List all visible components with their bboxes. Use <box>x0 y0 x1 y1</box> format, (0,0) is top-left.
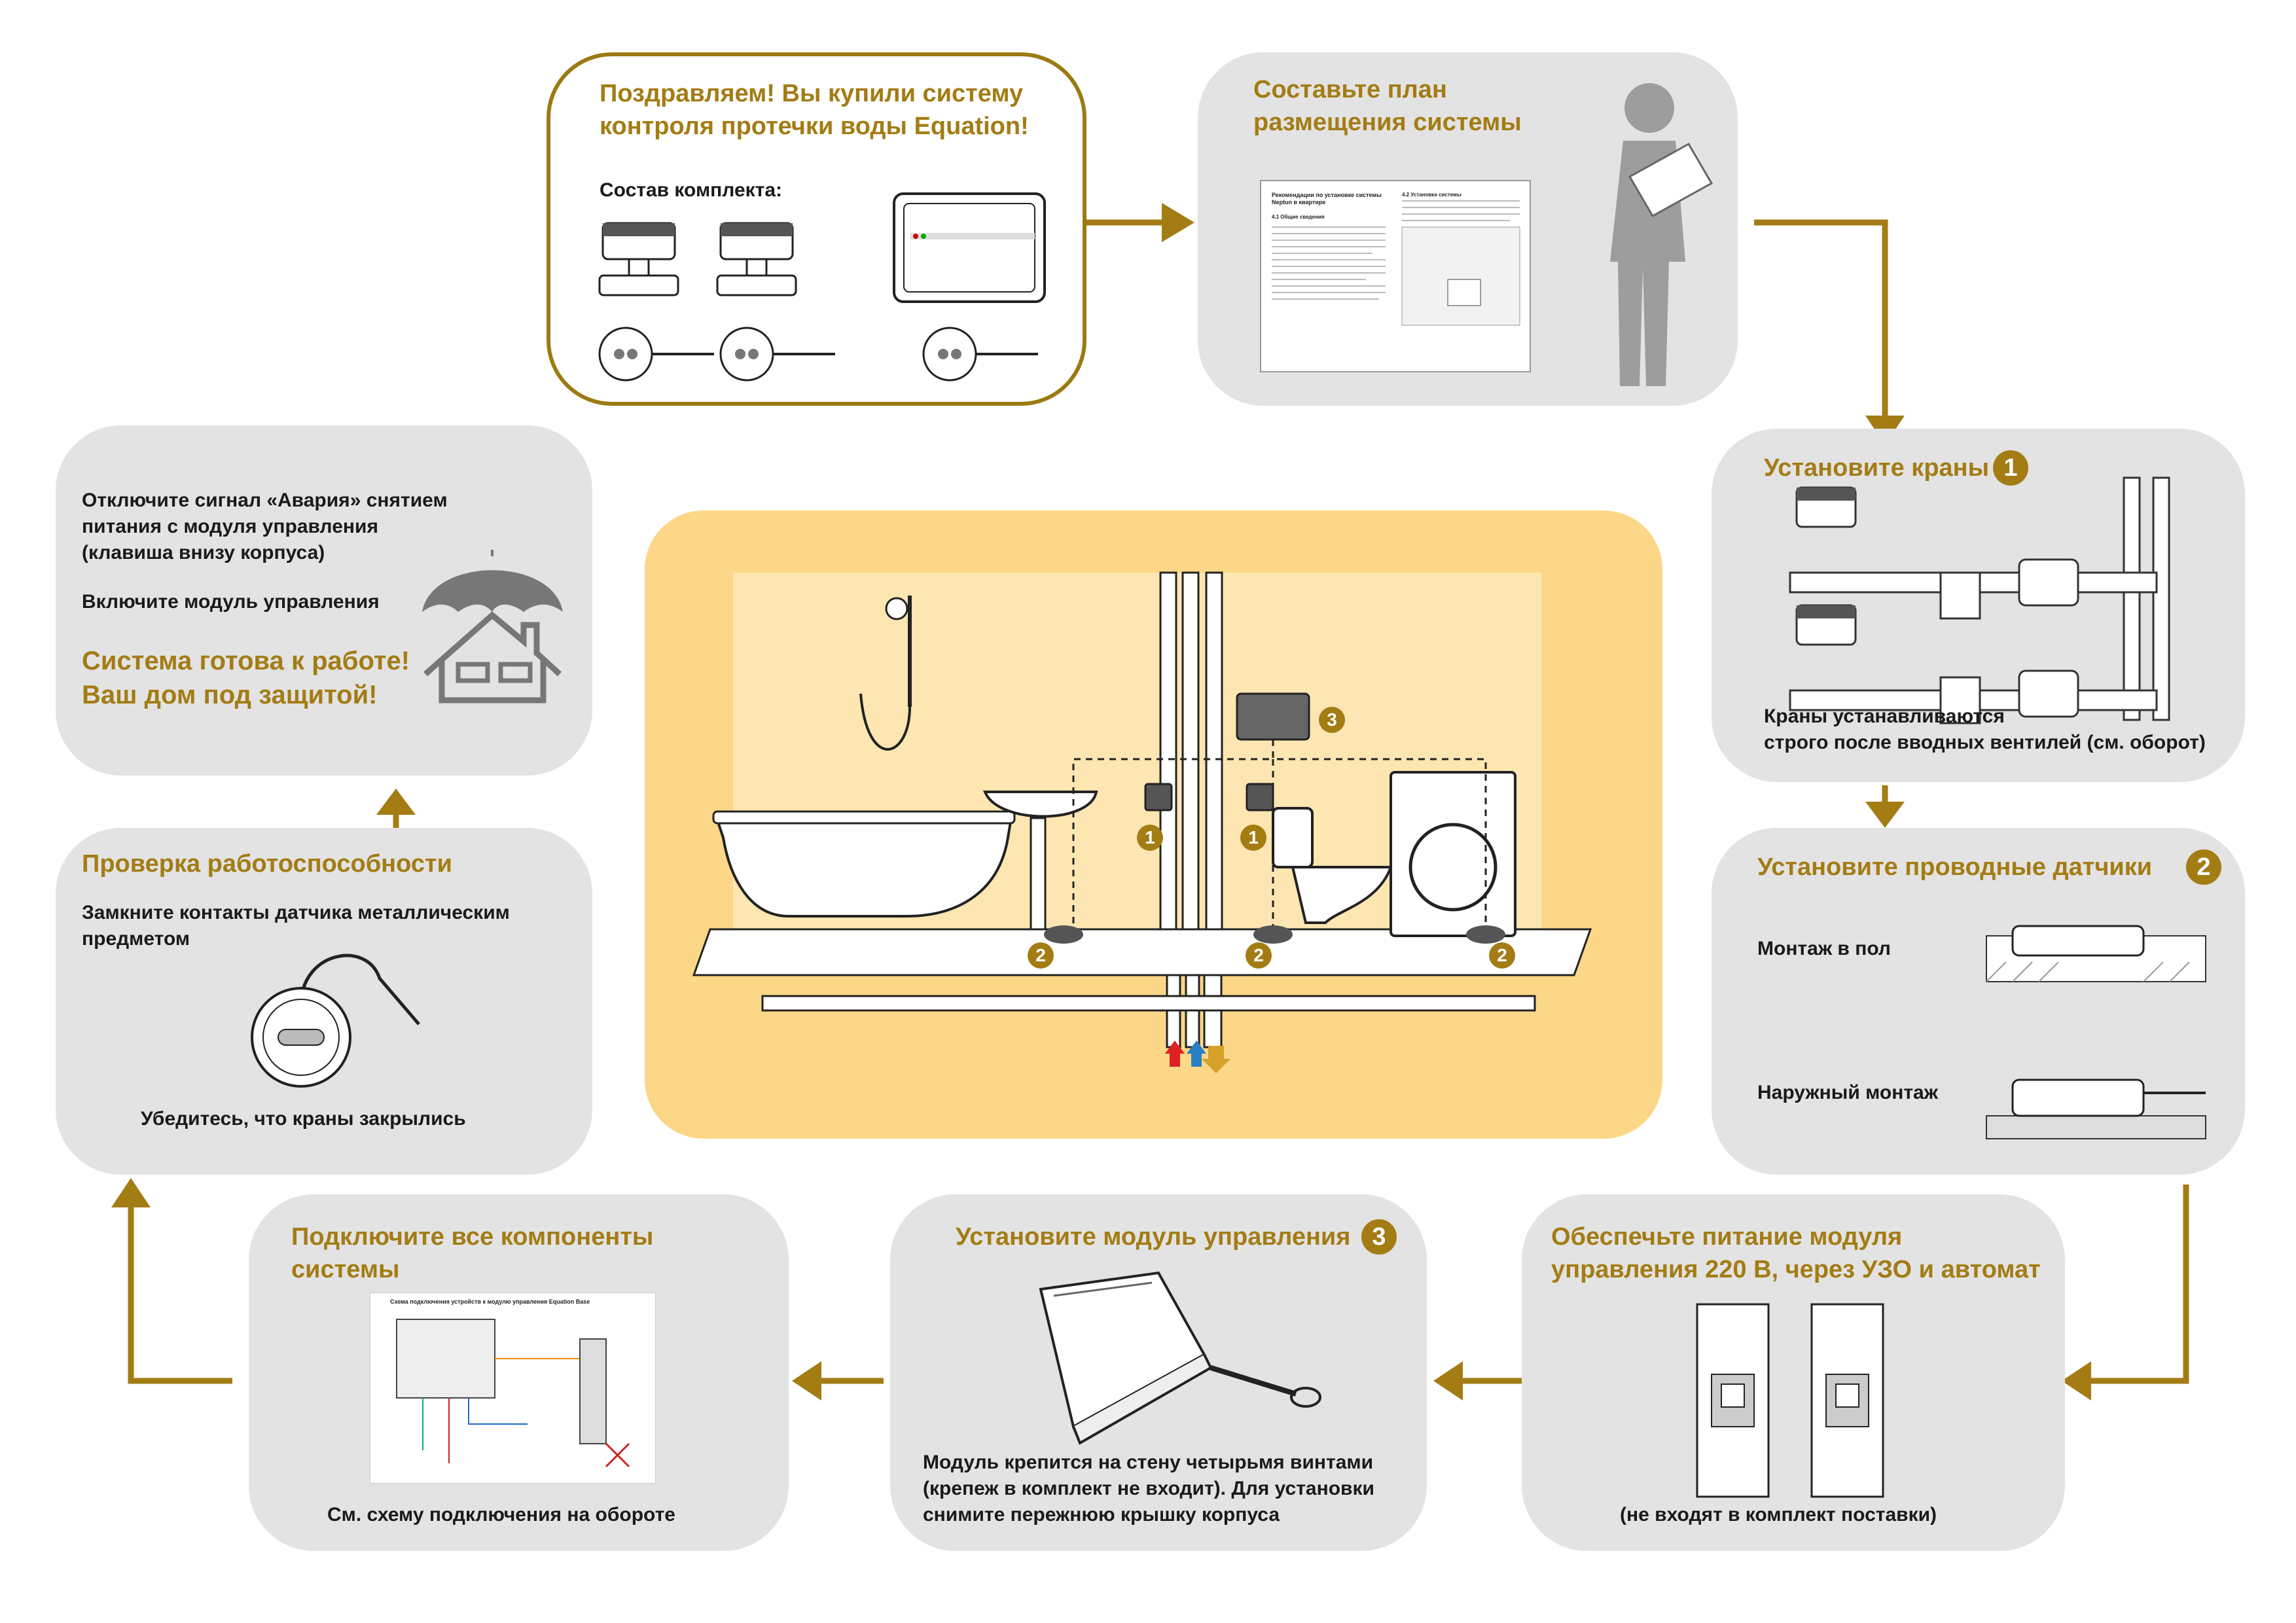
doc-heading: Рекомендации по установке системы Neptun… <box>1272 192 1382 205</box>
power-title-line1: Обеспечьте питание модуля <box>1551 1223 1903 1251</box>
step-plan-card: Составьте план размещения системы Рекоме… <box>1198 52 1738 406</box>
surface-sensor-illustration <box>1986 1079 2206 1139</box>
doc-sub2: 4.2 Установка системы <box>1402 192 1462 198</box>
final-text-line1: Отключите сигнал «Авария» снятием <box>82 490 448 511</box>
step-check-card: Проверка работоспособности Замкните конт… <box>56 828 592 1175</box>
final-ready-line2: Ваш дом под защитой! <box>82 681 378 709</box>
doc-lines <box>1272 200 1520 326</box>
circuit-breaker-icon <box>1696 1303 1770 1498</box>
module-note-line3: снимите пережнюю крышку корпуса <box>923 1504 1280 1525</box>
scene-badge-sensor-2: 2 <box>1246 942 1272 969</box>
module-title: Установите модуль управления <box>956 1223 1351 1251</box>
sensor-icon <box>719 327 835 382</box>
sensor-check-illustration <box>251 954 420 1088</box>
valves-note-line1: Краны устанавливаются <box>1764 705 2005 727</box>
step-final-card: Отключите сигнал «Авария» снятием питани… <box>56 425 592 776</box>
surface-mount-label: Наружный монтаж <box>1757 1082 1939 1103</box>
sensor-icon <box>598 327 714 382</box>
scene-badge-sensor-1: 2 <box>1028 942 1054 969</box>
final-text-line3: (клавиша внизу корпуса) <box>82 542 325 563</box>
floor-mount-label: Монтаж в пол <box>1757 938 1891 959</box>
valve-installation-illustration <box>1789 476 2170 724</box>
valves-badge: 1 <box>1993 450 2028 486</box>
plan-title-line1: Составьте план <box>1253 76 1447 103</box>
kit-label: Состав комплекта: <box>600 179 783 201</box>
power-title-line2: управления 220 В, через УЗО и автомат <box>1551 1256 2041 1283</box>
final-text-line4: Включите модуль управления <box>82 591 380 613</box>
bathroom-scene-illustration <box>692 571 1592 1073</box>
control-module-mount-illustration <box>1039 1271 1321 1445</box>
scheme-lines <box>396 1319 630 1468</box>
step-start-card: Поздравляем! Вы купили систему контроля … <box>547 52 1086 406</box>
step-valves-card: Установите краны 1 Краны устанавливаются… <box>1712 429 2245 782</box>
check-text-line1: Замкните контакты датчика металлическим <box>82 902 510 923</box>
connect-title-line1: Подключите все компоненты <box>291 1223 654 1251</box>
rcd-icon <box>1810 1303 1884 1498</box>
bathroom-scene-panel: 1 1 3 2 2 2 <box>645 510 1662 1139</box>
person-reading-icon <box>1610 83 1713 386</box>
plan-title-line2: размещения системы <box>1253 109 1522 136</box>
umbrella-house-icon <box>422 550 563 704</box>
connect-note: См. схему подключения на обороте <box>327 1504 675 1525</box>
step-power-card: Обеспечьте питание модуля управления 220… <box>1522 1194 2065 1551</box>
scheme-title: Схема подключения устройств к модулю упр… <box>390 1298 590 1305</box>
step-module-card: Установите модуль управления 3 Модуль кр… <box>890 1194 1427 1551</box>
step-sensors-card: Установите проводные датчики 2 Монтаж в … <box>1712 828 2245 1175</box>
power-note: (не входят в комплект поставки) <box>1620 1504 1937 1525</box>
check-text-line2: предметом <box>82 928 190 950</box>
valves-note-line2: строго после вводных вентилей (см. оборо… <box>1764 732 2206 753</box>
module-note-line2: (крепеж в комплект не входит). Для устан… <box>923 1478 1374 1499</box>
start-title-line1: Поздравляем! Вы купили систему <box>600 80 1024 107</box>
sensors-title: Установите проводные датчики <box>1757 853 2153 881</box>
final-ready-line1: Система готова к работе! <box>82 647 410 675</box>
scene-badge-valve-2: 1 <box>1240 825 1266 851</box>
control-module-icon <box>893 192 1046 303</box>
sensors-badge: 2 <box>2186 849 2221 885</box>
scene-badge-valve-1: 1 <box>1137 825 1163 851</box>
sensor-icon <box>922 327 1038 382</box>
check-note: Убедитесь, что краны закрылись <box>141 1108 466 1130</box>
check-title: Проверка работоспособности <box>82 850 452 878</box>
faucet-valve-icon <box>716 222 797 296</box>
start-title-line2: контроля протечки воды Equation! <box>600 113 1029 140</box>
faucet-valve-icon <box>598 222 679 296</box>
scene-badge-module: 3 <box>1319 707 1345 733</box>
connect-title-line2: системы <box>291 1256 400 1283</box>
wiring-scheme: Схема подключения устройств к модулю упр… <box>370 1293 656 1484</box>
doc-sub1: 4.1 Общие сведения <box>1272 214 1325 220</box>
valves-title: Установите краны <box>1764 454 1990 482</box>
floor-sensor-illustration <box>1986 925 2206 982</box>
module-note-line1: Модуль крепится на стену четырьмя винтам… <box>923 1452 1374 1473</box>
final-text-line2: питания с модуля управления <box>82 516 378 537</box>
scene-badge-sensor-3: 2 <box>1489 942 1515 969</box>
module-badge: 3 <box>1361 1219 1397 1255</box>
step-connect-card: Подключите все компоненты системы Схема … <box>249 1194 789 1551</box>
plan-document: Рекомендации по установке системы Neptun… <box>1260 180 1531 372</box>
